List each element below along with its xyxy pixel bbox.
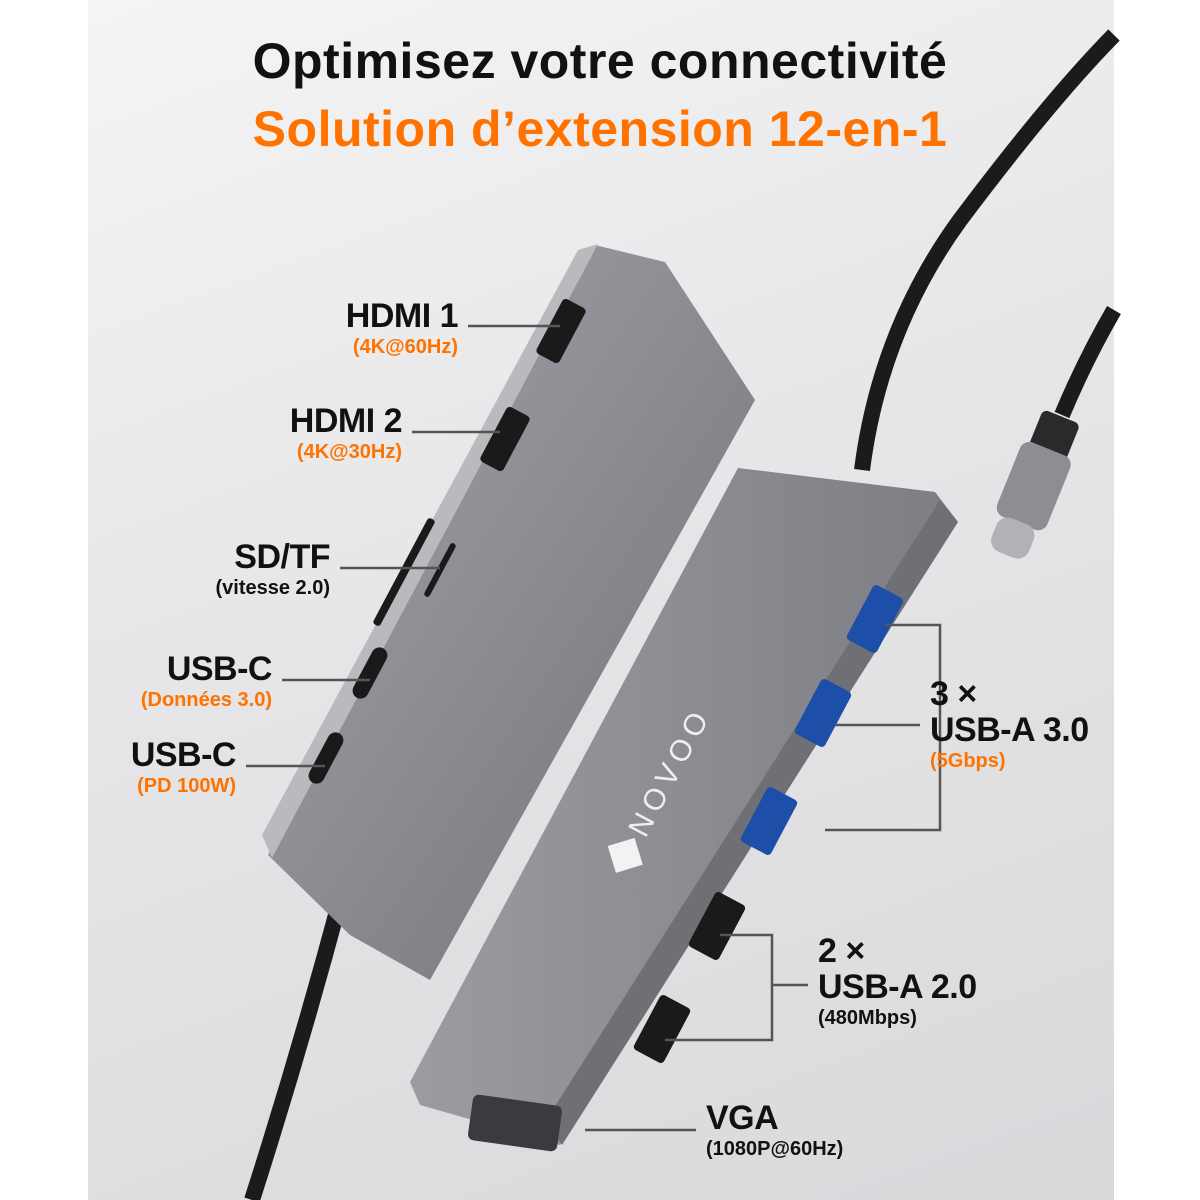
usb-a3-port-2: [794, 679, 852, 747]
leader-lines: [246, 324, 942, 1132]
label-hdmi-2: HDMI 2 (4K@30Hz): [289, 402, 403, 465]
hdmi-1-port: [536, 298, 586, 364]
hub-back-body: [268, 245, 755, 980]
cable-usbc: [1054, 305, 1121, 419]
headline: Optimisez votre connectivité: [252, 33, 948, 89]
usb-a2-port-2: [633, 995, 691, 1063]
port-spec: (1080P@60Hz): [706, 1138, 844, 1160]
port-spec: (480Mbps): [818, 1007, 917, 1029]
port-spec: (4K@60Hz): [352, 336, 458, 358]
port-spec: (5Gbps): [930, 750, 1006, 772]
port-count: 3 ×: [930, 675, 977, 713]
usb-a3-port-3: [740, 787, 798, 855]
label-hdmi-1: HDMI 1 (4K@60Hz): [345, 297, 459, 360]
sd-slot: [373, 518, 435, 626]
usb-c-plug-icon: [991, 410, 1079, 559]
port-name: HDMI 2: [289, 402, 403, 440]
label-usb-a-2: 2 × USB-A 2.0 (480Mbps): [818, 933, 977, 1031]
label-usb-c-data: USB-C (Données 3.0): [140, 650, 273, 713]
port-spec: (vitesse 2.0): [215, 577, 330, 599]
port-name: USB-C: [166, 650, 273, 688]
hdmi-2-port: [480, 406, 530, 472]
vga-port: [468, 1094, 562, 1152]
hub-front-body: [410, 468, 958, 1145]
port-spec: (PD 100W): [137, 775, 236, 797]
port-name: USB-C: [130, 736, 237, 774]
port-count: 2 ×: [818, 932, 865, 970]
port-name: HDMI 1: [345, 297, 459, 335]
label-usb-a-3: 3 × USB-A 3.0 (5Gbps): [930, 676, 1089, 774]
port-name: SD/TF: [234, 538, 330, 576]
hub-back-port-face: [262, 244, 598, 858]
port-name: USB-A 3.0: [930, 711, 1089, 749]
subheadline: Solution d’extension 12-en-1: [252, 101, 948, 157]
usb-a3-port-1: [846, 585, 904, 653]
label-vga: VGA (1080P@60Hz): [706, 1100, 843, 1162]
port-spec: (4K@30Hz): [296, 441, 402, 463]
label-usb-c-pd: USB-C (PD 100W): [130, 736, 237, 799]
port-spec: (Données 3.0): [140, 689, 272, 711]
tf-slot: [424, 543, 456, 597]
port-name: VGA: [706, 1099, 779, 1137]
port-name: USB-A 2.0: [818, 968, 977, 1006]
cable-front: [854, 29, 1120, 472]
usb-a2-port-1: [688, 892, 746, 960]
usb-c-data-port: [352, 647, 388, 699]
label-sd-tf: SD/TF (vitesse 2.0): [215, 539, 330, 601]
usb-c-pd-port: [308, 732, 344, 784]
cable-back: [244, 897, 348, 1200]
